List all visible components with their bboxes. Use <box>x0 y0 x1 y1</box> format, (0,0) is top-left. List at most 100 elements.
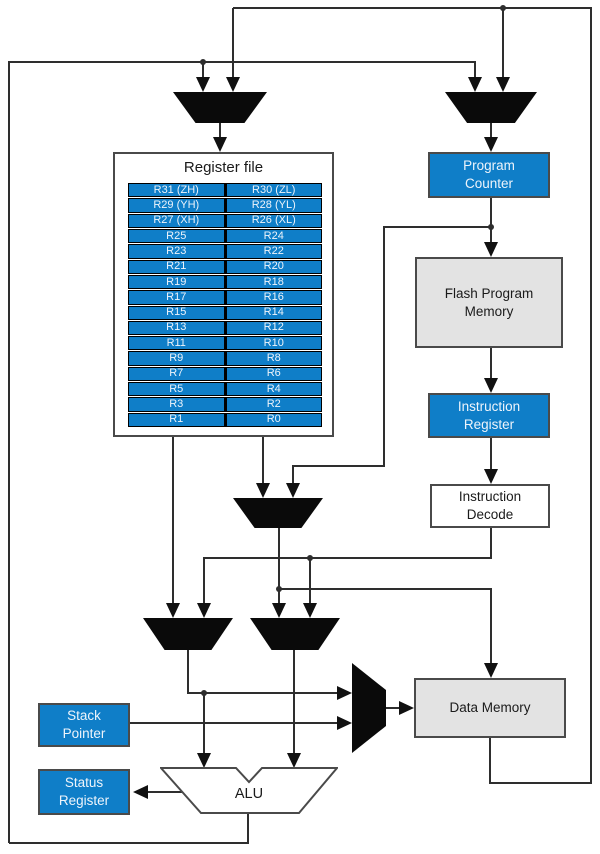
wire-decode-to-operand-mux-b <box>309 557 311 604</box>
arrowhead-down <box>286 483 300 498</box>
wire-operand-mux-b-to-alu <box>293 650 295 754</box>
junction-dot <box>201 690 207 696</box>
register-cell: R19 <box>128 274 225 290</box>
mux-registerfile-input <box>173 92 267 123</box>
wire-alu-to-pc-mux <box>474 62 476 78</box>
alu-label: ALU <box>234 786 264 802</box>
wire-stackpointer-to-datamux <box>130 722 338 724</box>
register-cell: R8 <box>224 351 322 366</box>
wire-alu-to-regfile-mux <box>202 62 204 78</box>
register-cell: R5 <box>128 382 225 397</box>
wire-pc-branch-vertical <box>383 226 385 467</box>
register-cell: R4 <box>224 382 322 397</box>
register-cell: R26 (XL) <box>224 213 322 228</box>
arrowhead-down <box>226 77 240 92</box>
arrowhead-right <box>337 716 352 730</box>
wire-address-bus <box>279 588 491 590</box>
wire-feedback-to-pc-mux <box>502 8 504 78</box>
wire-pc-branch-to-midmux <box>292 465 294 484</box>
program-counter-box: Program Counter <box>428 152 550 198</box>
register-row: R27 (XH)R26 (XL) <box>128 213 322 228</box>
wire-alu-feedback-top <box>9 61 476 63</box>
arrowhead-right <box>399 701 414 715</box>
register-cell: R10 <box>224 336 322 351</box>
register-cell: R27 (XH) <box>128 213 225 228</box>
data-memory-box: Data Memory <box>414 678 566 738</box>
arrowhead-down <box>213 137 227 152</box>
wire-feedback-right <box>590 7 592 784</box>
register-cell: R1 <box>128 412 225 427</box>
register-row: R31 (ZH)R30 (ZL) <box>128 183 322 198</box>
register-cell: R24 <box>224 228 322 244</box>
register-cell: R12 <box>224 320 322 336</box>
junction-dot <box>276 586 282 592</box>
flash-program-memory-box: Flash Program Memory <box>415 257 563 348</box>
register-file-table: R31 (ZH)R30 (ZL) R29 (YH)R28 (YL) R27 (X… <box>128 183 322 427</box>
wire-address-to-datamemory <box>490 588 492 664</box>
wire-datamemory-output <box>489 738 491 784</box>
arrowhead-down <box>197 603 211 618</box>
register-cell: R16 <box>224 290 322 305</box>
arrowhead-down <box>197 753 211 768</box>
wire-mux-to-pc <box>490 123 492 138</box>
arrowhead-right <box>337 686 352 700</box>
register-cell: R30 (ZL) <box>224 183 322 198</box>
arrowhead-down <box>496 77 510 92</box>
mux-alu-operand-a <box>143 618 233 650</box>
junction-dot <box>488 224 494 230</box>
arrowhead-down <box>272 603 286 618</box>
register-cell: R3 <box>128 397 225 412</box>
arrowhead-left <box>133 785 148 799</box>
mux-alu-operand-b <box>250 618 340 650</box>
junction-dot <box>500 5 506 11</box>
arrowhead-down <box>256 483 270 498</box>
register-cell: R11 <box>128 336 225 351</box>
wire-alu-result-output <box>247 813 249 844</box>
wire-regfile-to-midmux <box>262 437 264 484</box>
register-cell: R21 <box>128 259 225 274</box>
register-cell: R28 (YL) <box>224 198 322 213</box>
wire-datamux-to-datamemory <box>386 707 400 709</box>
arrowhead-down <box>484 378 498 393</box>
wire-decode-output <box>490 528 492 559</box>
arrowhead-down <box>484 137 498 152</box>
status-register-box: Status Register <box>38 769 130 815</box>
register-row: R29 (YH)R28 (YL) <box>128 198 322 213</box>
register-cell: R0 <box>224 412 322 427</box>
stack-pointer-box: Stack Pointer <box>38 703 130 747</box>
register-cell: R14 <box>224 305 322 320</box>
wire-feedback-to-regfile-mux <box>232 8 234 78</box>
register-cell: R20 <box>224 259 322 274</box>
register-cell: R25 <box>128 228 225 244</box>
wire-decode-bus <box>204 557 491 559</box>
register-cell: R18 <box>224 274 322 290</box>
arrowhead-down <box>303 603 317 618</box>
register-cell: R15 <box>128 305 225 320</box>
arrowhead-down <box>484 469 498 484</box>
wire-alu-feedback-bottom <box>9 842 249 844</box>
wire-alu-to-statusregister <box>148 791 186 793</box>
junction-dot <box>200 59 206 65</box>
wire-mux-to-registerfile <box>219 123 221 138</box>
wire-operand-mux-a-output <box>187 650 189 694</box>
arrowhead-down <box>484 663 498 678</box>
register-cell: R31 (ZH) <box>128 183 225 198</box>
arrowhead-down <box>196 77 210 92</box>
wire-ir-to-decode <box>490 438 492 470</box>
register-cell: R23 <box>128 244 225 259</box>
wire-pc-branch-lower <box>293 465 385 467</box>
wire-operand-a-to-datamux <box>188 692 338 694</box>
instruction-register-box: Instruction Register <box>428 393 550 438</box>
wire-alu-feedback-left <box>8 61 10 843</box>
arrowhead-down <box>166 603 180 618</box>
